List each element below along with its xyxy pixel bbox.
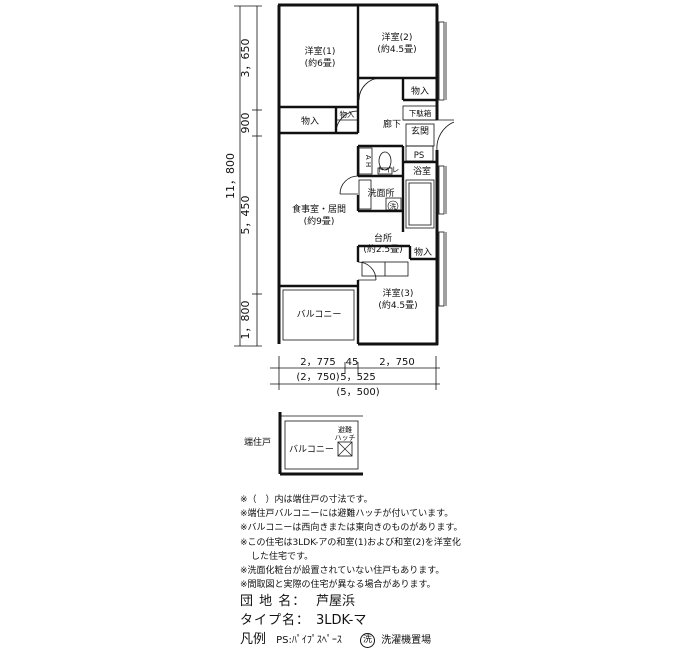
evac-hatch-label-1: 避難 (338, 425, 352, 434)
note-6: ※間取図と実際の住宅が異なる場合があります。 (240, 580, 436, 591)
note-4: ※この住宅は3LDK-アの和室(1)および和室(2)を洋室化 (240, 537, 461, 548)
note-2: ※端住戸バルコニーには避難ハッチが付いています。 (240, 509, 454, 520)
end-unit-label: 端住戸 (244, 436, 271, 448)
end-unit-balcony (278, 412, 363, 476)
kitchen-size: (約2.5畳) (363, 243, 402, 255)
evac-hatch-label-2: ハッチ (335, 434, 356, 442)
bedroom1-size: (約6畳) (305, 57, 336, 69)
dim-total-width: 5，525 (340, 372, 375, 383)
bedroom3-size: (約4.5畳) (378, 299, 417, 311)
dim-left-end: (2，750) (296, 372, 339, 383)
washroom-label: 洗面所 (367, 187, 394, 199)
vertical-dimension-lines (234, 5, 262, 347)
dim-left-width: 2，775 (300, 357, 335, 368)
balcony-label: バルコニー (297, 309, 342, 320)
note-5: ※洗面化粧台が設置されていない住戸もあります。 (240, 566, 445, 577)
bath-label: 浴室 (413, 165, 431, 177)
entrance-door (436, 119, 455, 151)
dim-storage-height: 900 (239, 113, 252, 134)
legend-ps: PS:ﾊﾟｲﾌﾟｽﾍﾟｰｽ (276, 635, 342, 646)
bedroom1-label: 洋室(1) (305, 45, 336, 57)
living-size: (約9畳) (304, 215, 335, 227)
washer-symbol-icon (387, 200, 399, 212)
bedroom3-label: 洋室(3) (383, 287, 414, 299)
washer-mark: 洗 (390, 202, 397, 211)
end-unit-balcony-label: バルコニー (289, 444, 334, 455)
dim-balcony-height: 1，800 (239, 301, 252, 340)
dim-right-width: 2，750 (379, 357, 414, 368)
legend-row: 凡例 PS:ﾊﾟｲﾌﾟｽﾍﾟｰｽ 洗 洗濯機置場 (240, 630, 431, 650)
note-3: ※バルコニーは西向きまたは東向きのものがあります。 (240, 523, 463, 534)
dim-gap: 45 (346, 357, 359, 368)
note-4-cont: した住宅です。 (251, 551, 314, 562)
right-windows (438, 21, 447, 307)
toilet-label: トイレ (377, 165, 400, 174)
complex-value: 芦屋浜 (316, 594, 356, 609)
plan-details (282, 77, 438, 341)
unit-info: 団 地 名： 芦屋浜 タイプ名： 3LDK-マ 凡例 PS:ﾊﾟｲﾌﾟｽﾍﾟｰｽ 洗… (240, 592, 431, 650)
wash-symbol-icon: 洗 (360, 633, 376, 648)
kitchen-label: 台所 (374, 232, 392, 244)
legend-wash: 洗濯機置場 (381, 635, 432, 646)
note-1: ※（ ）内は端住戸の寸法です。 (240, 495, 373, 505)
complex-row: 団 地 名： 芦屋浜 (240, 592, 431, 611)
type-label: タイプ名： (240, 613, 311, 628)
storage-label-3: 物入 (340, 109, 355, 119)
ah-label: A H (364, 155, 372, 167)
notes: ※（ ）内は端住戸の寸法です。 ※端住戸バルコニーには避難ハッチが付いています。… (240, 493, 462, 592)
floor-plan: 11，800 3，650 900 5，450 1，800 (224, 3, 455, 476)
dim-total-end: (5，500) (336, 387, 379, 398)
legend-label: 凡例 (240, 632, 267, 647)
bedroom2-label: 洋室(2) (382, 31, 413, 43)
storage-label-1: 物入 (411, 85, 429, 97)
entrance-label: 玄関 (411, 125, 429, 137)
ps-label: PS (414, 151, 425, 161)
hallway-label: 廊下 (383, 118, 401, 130)
type-value: 3LDK-マ (316, 613, 367, 628)
storage-label-2: 物入 (301, 115, 319, 127)
dim-bedroom-height: 3，650 (239, 39, 252, 78)
complex-label: 団 地 名： (240, 594, 307, 609)
dim-total-height: 11，800 (224, 153, 237, 199)
shoebox-label: 下駄箱 (409, 108, 432, 118)
living-label: 食事室・居間 (292, 203, 346, 215)
storage-label-4: 物入 (414, 246, 432, 258)
horizontal-dimension-lines (270, 356, 440, 390)
dim-living-height: 5，450 (239, 196, 252, 235)
type-row: タイプ名： 3LDK-マ (240, 611, 431, 630)
bedroom2-size: (約4.5畳) (377, 43, 416, 55)
